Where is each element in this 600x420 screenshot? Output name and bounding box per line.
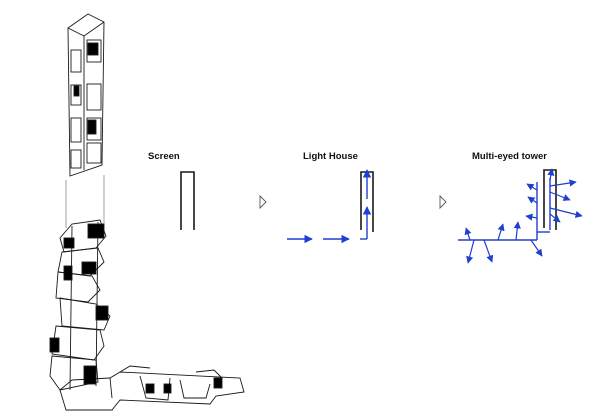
triangle-chevron-icon	[439, 194, 447, 210]
blue-arrow-icon	[549, 191, 571, 201]
stage-label-light-house: Light House	[303, 151, 358, 162]
blue-arrow-icon	[497, 223, 505, 241]
triangle-chevron-icon	[259, 194, 267, 210]
blue-arrow-icon	[549, 179, 577, 187]
blue-arrow-icon	[527, 196, 538, 204]
stage-label-screen: Screen	[148, 151, 180, 162]
explode-lines	[65, 175, 105, 228]
blue-arrow-icon	[513, 221, 521, 241]
screen-diagram	[180, 171, 195, 230]
blue-arrow-icon	[464, 227, 472, 241]
upper-tower-drawing	[67, 13, 105, 177]
blue-arrow-icon	[549, 207, 583, 218]
light-house-diagram	[287, 169, 374, 244]
multi-eyed-tower-diagram	[458, 168, 583, 264]
blue-arrow-icon	[530, 239, 543, 257]
stage-label-multi-eyed-tower: Multi-eyed tower	[472, 151, 547, 162]
blue-arrow-icon	[526, 183, 538, 191]
blue-arrow-icon	[483, 239, 494, 263]
lower-tower-drawing	[49, 219, 245, 411]
blue-arrow-icon	[547, 168, 555, 181]
blue-arrow-icon	[525, 213, 538, 221]
blue-arrow-icon	[466, 239, 475, 264]
blue-arrow-icon	[549, 213, 561, 223]
